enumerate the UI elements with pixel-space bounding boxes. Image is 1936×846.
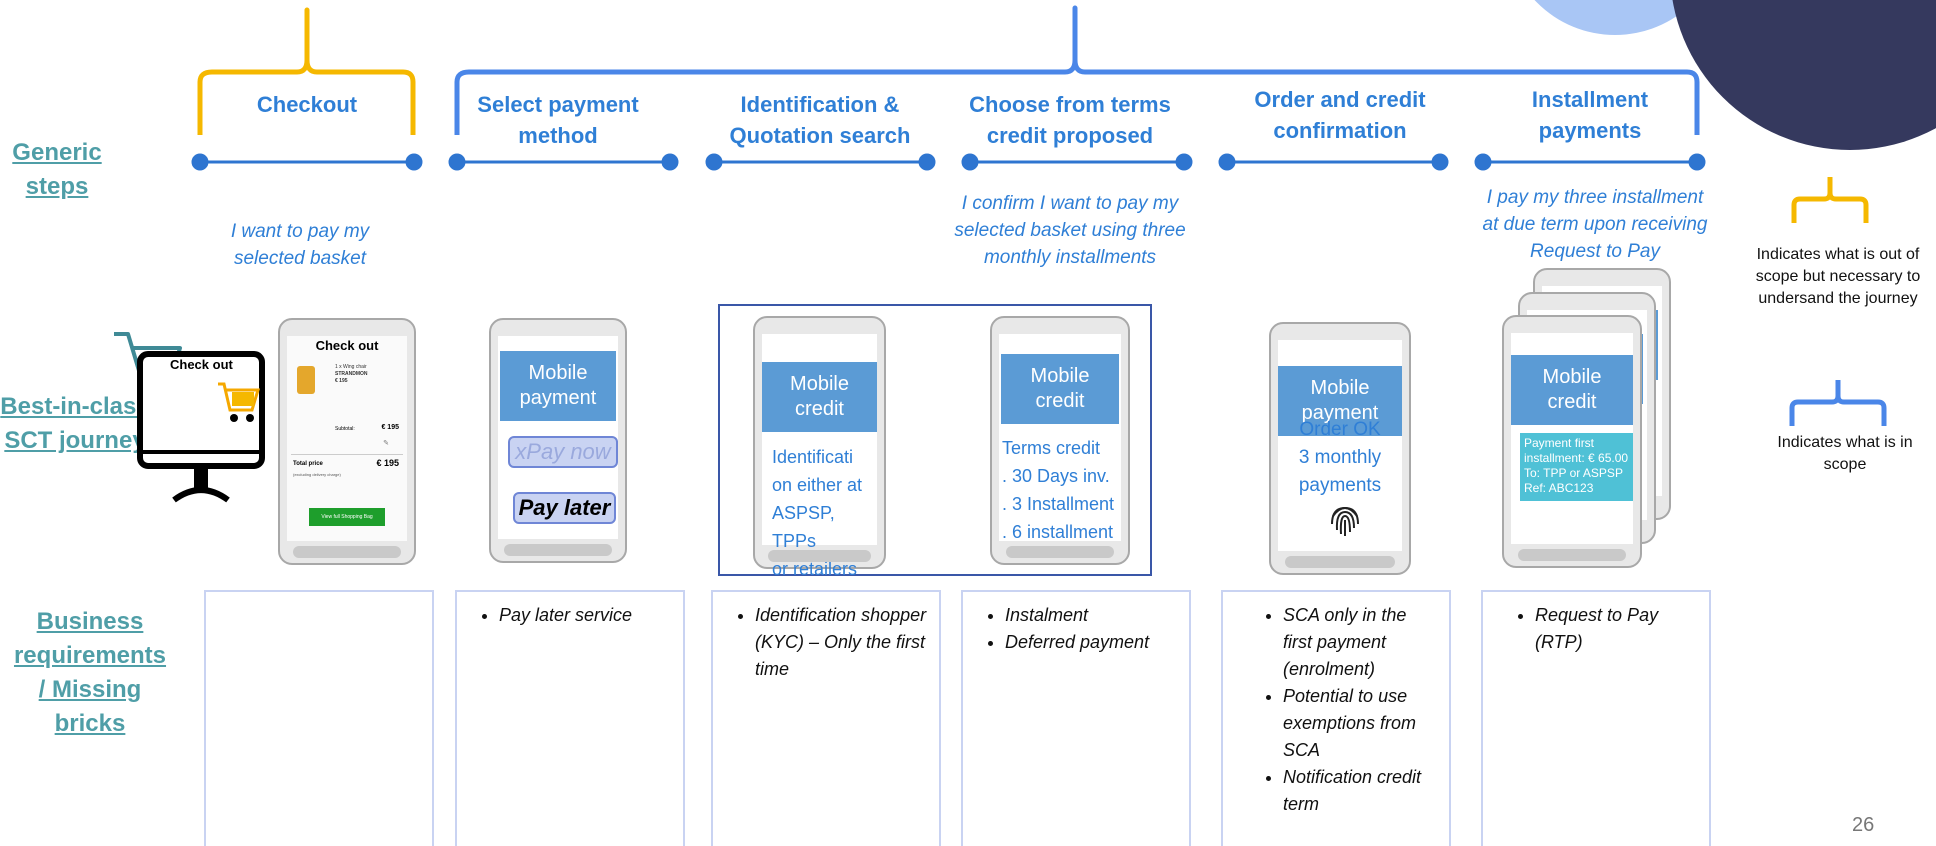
requirements-identification: Identification shopper (KYC) – Only the …	[711, 590, 941, 846]
item-brand: STRANDMON	[335, 371, 368, 377]
page-number: 26	[1852, 814, 1875, 836]
legend-in-scope-bracket	[1789, 380, 1887, 426]
requirements-select-payment: Pay later service	[455, 590, 685, 846]
xpay-now-option[interactable]: xPay now	[508, 436, 618, 468]
terms-text: Terms credit. 30 Days inv. . 3 Installme…	[1002, 438, 1115, 542]
requirement-item: Pay later service	[499, 602, 683, 629]
requirement-item: Deferred payment	[1005, 629, 1189, 656]
item-name: 1 x Wing chair	[335, 364, 367, 370]
subtotal-label: Subtotal:	[335, 426, 355, 432]
monitor-checkout-label: Check out	[170, 357, 233, 372]
requirement-item: Request to Pay (RTP)	[1535, 602, 1709, 656]
item-price: € 195	[335, 378, 348, 384]
out-of-scope-bracket	[197, 7, 416, 135]
requirement-item: Instalment	[1005, 602, 1189, 629]
requirement-item: SCA only in the first payment (enrolment…	[1283, 602, 1435, 683]
edit-icon[interactable]: ✎	[383, 440, 389, 447]
view-shopping-bag-button[interactable]: View full Shopping Bag	[309, 508, 385, 526]
total-note: (excluding delivery charge)	[293, 472, 341, 477]
step-title-identification: Identification &Quotation search	[729, 92, 911, 148]
requirement-item: Identification shopper (KYC) – Only the …	[755, 602, 929, 683]
legend-out-of-scope-bracket	[1791, 177, 1869, 223]
credit-options-group	[718, 304, 1152, 576]
requirements-order: SCA only in the first payment (enrolment…	[1221, 590, 1451, 846]
step-title-checkout: Checkout	[256, 92, 358, 117]
checkout-phone-title: Check out	[315, 338, 379, 353]
subtotal-value: € 195	[381, 424, 399, 431]
pay-later-option[interactable]: Pay later	[513, 492, 616, 524]
total-label: Total price	[293, 461, 323, 467]
requirements-installment: Request to Pay (RTP)	[1481, 590, 1711, 846]
chair-thumbnail	[297, 366, 315, 394]
desktop-monitor-icon	[114, 332, 265, 503]
requirement-item: Potential to use exemptions from SCA	[1283, 683, 1435, 764]
in-scope-bracket	[454, 5, 1700, 135]
decorative-circles	[1534, 0, 1936, 150]
requirements-terms: InstalmentDeferred payment	[961, 590, 1191, 846]
fingerprint-icon	[1331, 506, 1359, 536]
total-value: € 195	[376, 458, 399, 468]
step-timeline	[191, 5, 1706, 171]
checkout-phone: Check out 1 x Wing chair STRANDMON € 195…	[278, 318, 416, 565]
requirements-checkout	[204, 590, 434, 846]
requirement-item: Notification credit term	[1283, 764, 1435, 818]
